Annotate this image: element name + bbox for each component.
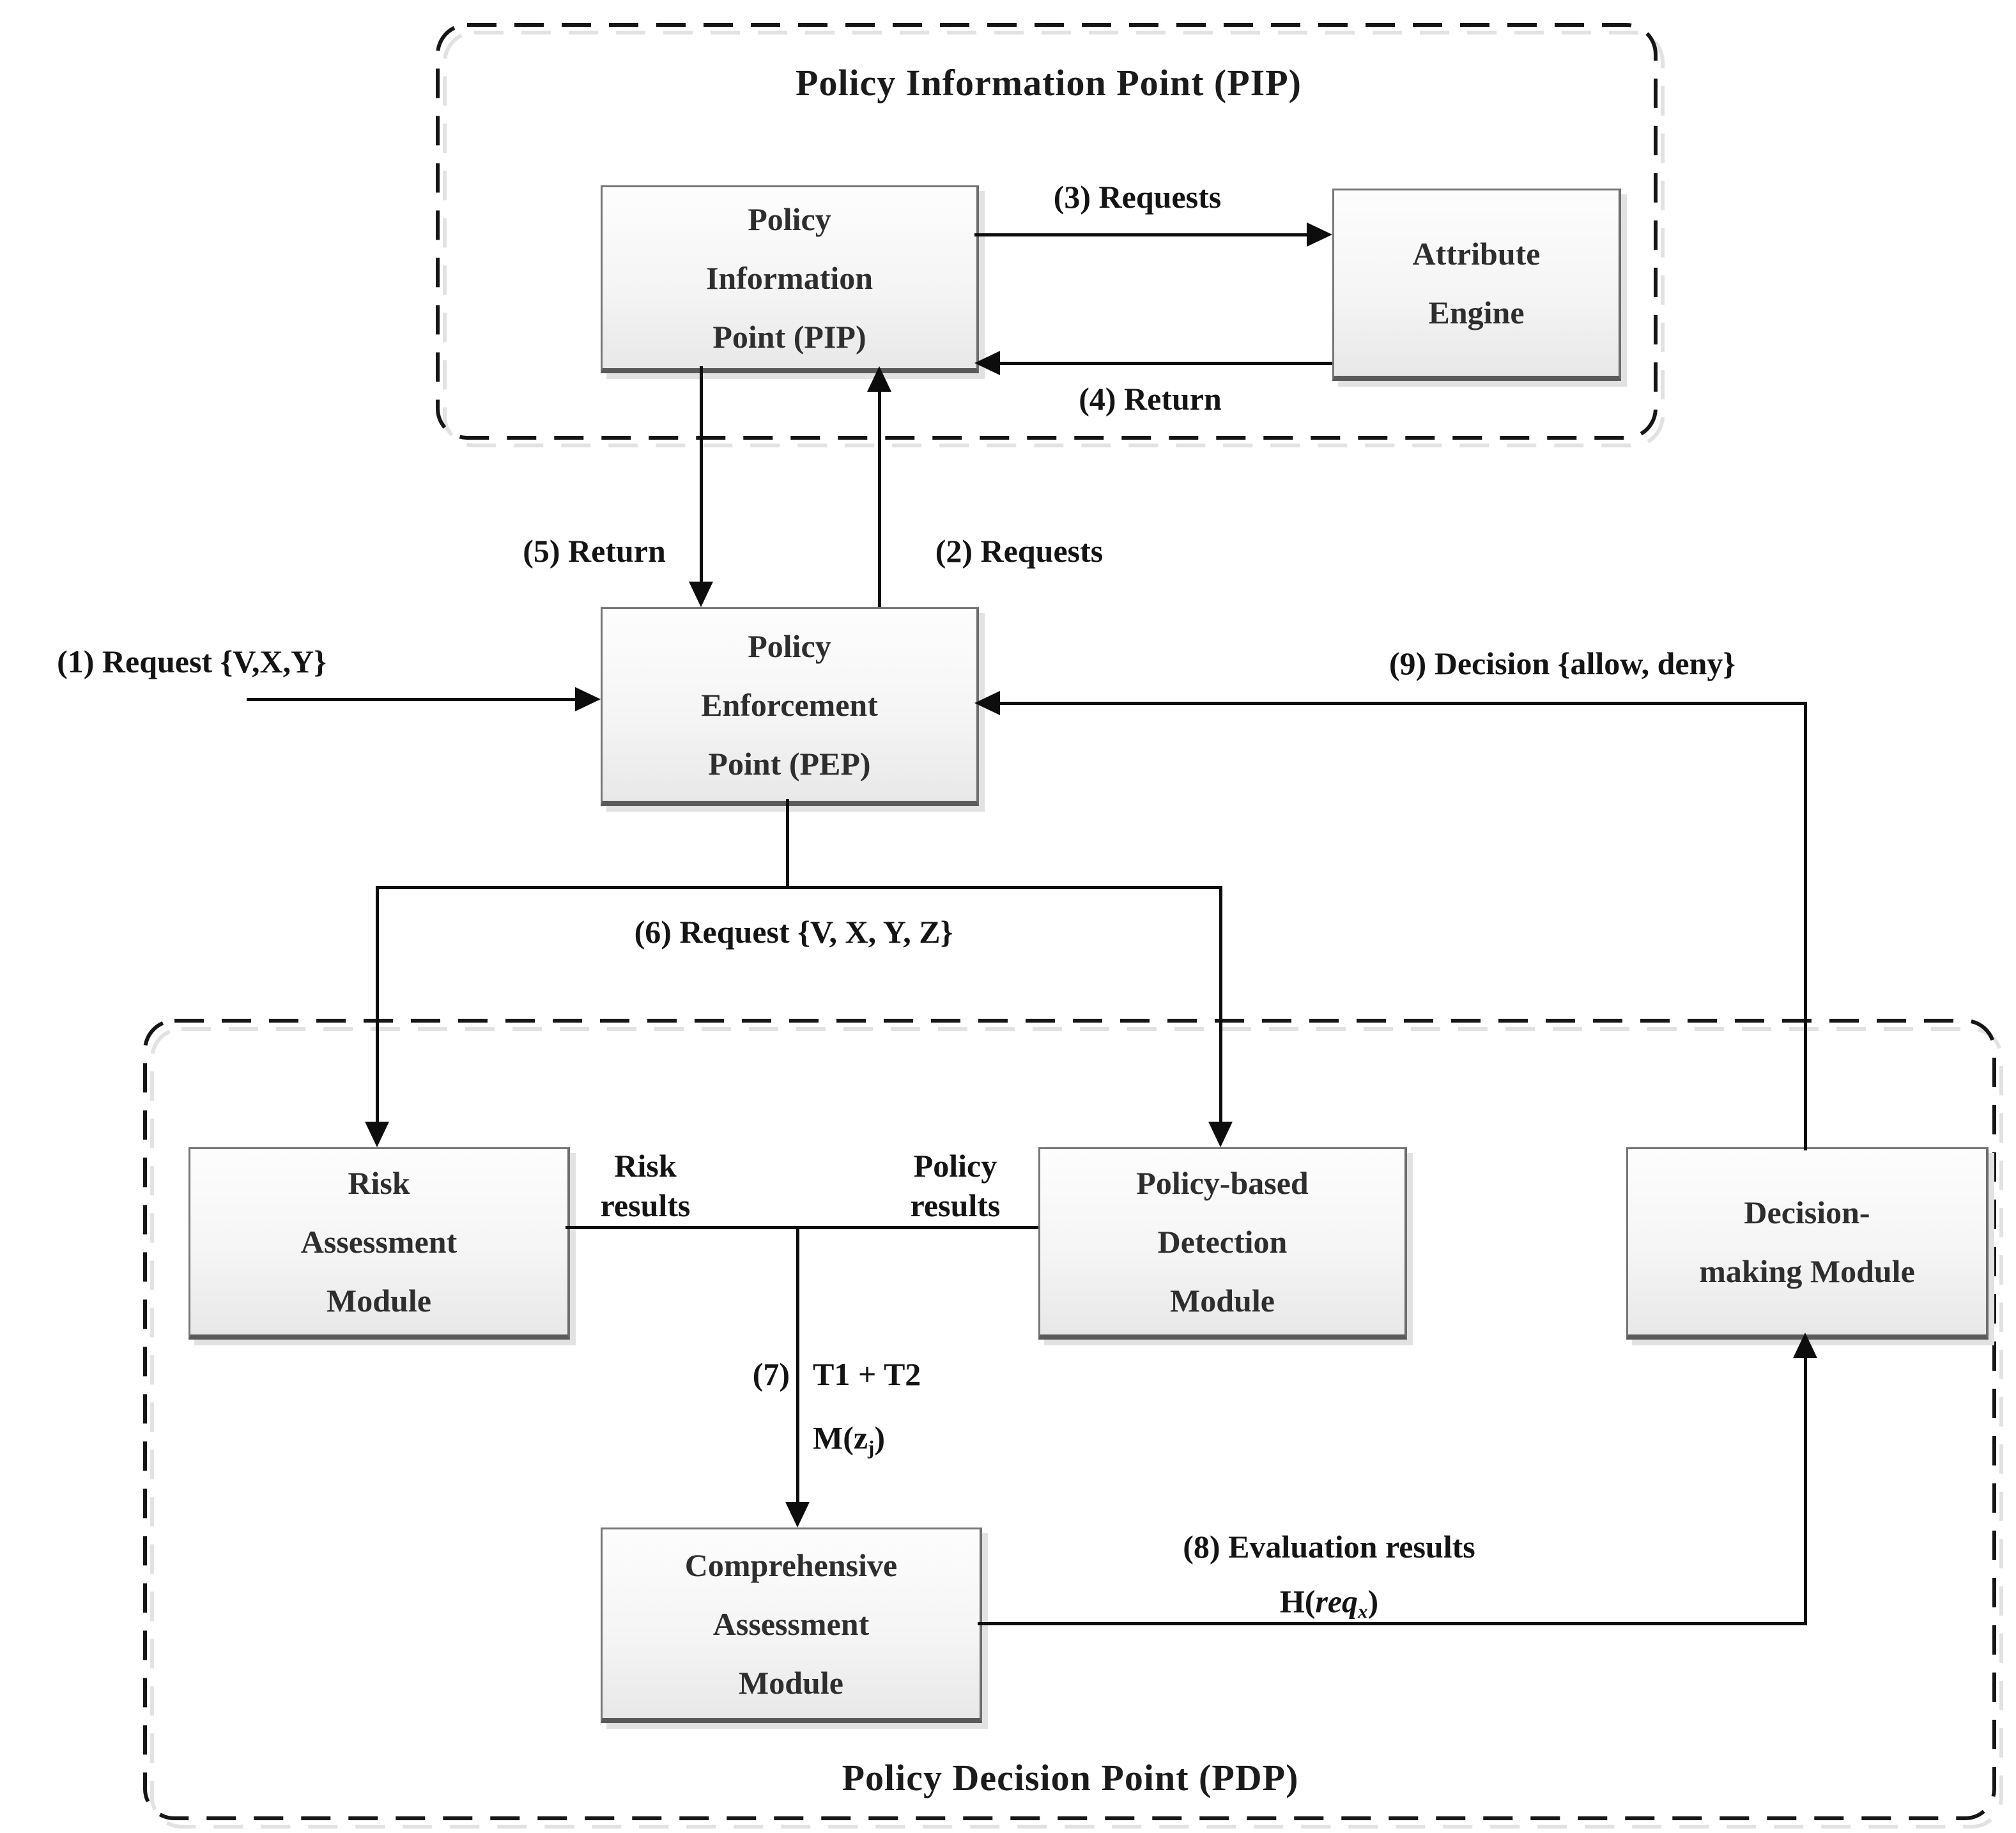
edge-7-line [796, 1226, 799, 1505]
decision-making-module-box: Decision- making Module [1626, 1147, 1989, 1340]
edge-7-arrowhead-icon [785, 1502, 810, 1528]
edge-4-line [994, 362, 1332, 365]
edge-1-line [247, 698, 580, 701]
comprehensive-assessment-label-line3: Module [739, 1664, 843, 1701]
edge-7-number-label: (7) [752, 1356, 790, 1392]
policy-results-label-line2: results [910, 1187, 1001, 1223]
edge-6-left-drop-line [376, 886, 379, 1125]
edge-9-arrowhead-icon [974, 691, 1000, 715]
edge-7-mz-pre: M(z [813, 1419, 868, 1456]
edge-7-mz-subscript: j [868, 1436, 875, 1459]
risk-assessment-label-line3: Module [327, 1283, 431, 1319]
edge-2-line [878, 387, 881, 607]
pip-box-label-line3: Point (PIP) [712, 318, 866, 355]
risk-assessment-label-line2: Assessment [300, 1224, 458, 1260]
edge-8-hreq-pre: H( [1279, 1583, 1316, 1620]
comprehensive-assessment-label-line1: Comprehensive [684, 1547, 898, 1583]
pdp-container-border [143, 1019, 2003, 1829]
edge-7-mz-post: ) [874, 1419, 886, 1456]
pip-box: Policy Information Point (PIP) [601, 185, 979, 373]
edge-5-label: (5) Return [523, 533, 666, 569]
edge-8-hreq-label: H(reqx) [1280, 1583, 1378, 1623]
edge-4-arrowhead-icon [974, 351, 1000, 375]
edge-6-stem-line [786, 799, 789, 888]
edge-4-label: (4) Return [1079, 381, 1222, 417]
attribute-engine-label-line2: Engine [1428, 295, 1525, 330]
edge-8-hreq-subscript: x [1358, 1600, 1368, 1623]
results-connector-line [566, 1226, 1038, 1229]
edge-9-label: (9) Decision {allow, deny} [1389, 646, 1736, 681]
policy-based-detection-module-box: Policy-based Detection Module [1038, 1147, 1407, 1340]
policy-detection-label-line2: Detection [1157, 1224, 1288, 1260]
pep-box-label-line2: Enforcement [701, 687, 878, 723]
edge-7-mz-label: M(zj) [813, 1419, 885, 1460]
edge-8-label-line1: (8) Evaluation results [1183, 1529, 1475, 1565]
edge-2-label: (2) Requests [935, 533, 1104, 569]
edge-5-arrowhead-icon [689, 582, 713, 607]
policy-detection-label-line3: Module [1170, 1283, 1275, 1319]
edge-9-horizontal-line [996, 702, 1807, 705]
pip-box-label-line1: Policy [748, 201, 831, 237]
policy-results-label-line1: Policy [913, 1148, 997, 1184]
edge-7-t1-t2-label: T1 + T2 [813, 1356, 921, 1392]
edge-8-vertical-line [1804, 1355, 1807, 1625]
edge-2-arrowhead-icon [867, 366, 891, 392]
decision-making-label-line1: Decision- [1744, 1195, 1870, 1230]
edge-1-arrowhead-icon [575, 687, 601, 711]
policy-detection-label-line1: Policy-based [1136, 1165, 1309, 1201]
edge-6-right-drop-line [1219, 886, 1222, 1125]
risk-results-label: Risk results [601, 1146, 691, 1225]
edge-6-label: (6) Request {V, X, Y, Z} [634, 914, 953, 950]
edge-8-hreq-post: ) [1367, 1583, 1379, 1620]
pep-box-label-line3: Point (PEP) [708, 746, 871, 782]
edge-3-label: (3) Requests [1053, 179, 1222, 215]
edge-6-right-arrowhead-icon [1208, 1122, 1233, 1147]
pep-box-label-line1: Policy [748, 628, 831, 664]
edge-8-horizontal-line [978, 1622, 1807, 1625]
pdp-container-title: Policy Decision Point (PDP) [842, 1757, 1299, 1798]
edge-5-line [700, 366, 703, 587]
edge-8-arrowhead-icon [1793, 1333, 1817, 1358]
decision-making-label-line2: making Module [1699, 1253, 1915, 1289]
risk-assessment-label-line1: Risk [348, 1165, 410, 1201]
edge-3-line [974, 233, 1313, 236]
risk-results-label-line1: Risk [614, 1148, 677, 1184]
pep-box: Policy Enforcement Point (PEP) [601, 607, 979, 806]
edge-9-vertical-line [1804, 702, 1807, 1150]
edge-6-branch-line [376, 886, 1222, 889]
policy-results-label: Policy results [911, 1146, 1001, 1225]
attribute-engine-label-line1: Attribute [1412, 236, 1541, 272]
pip-box-label-line2: Information [705, 259, 873, 296]
risk-results-label-line2: results [600, 1187, 691, 1223]
edge-8-hreq-req: req [1315, 1583, 1358, 1620]
risk-assessment-module-box: Risk Assessment Module [189, 1147, 570, 1340]
pip-container-border [436, 23, 1665, 447]
comprehensive-assessment-module-box: Comprehensive Assessment Module [601, 1528, 982, 1723]
edge-6-left-arrowhead-icon [365, 1122, 389, 1147]
comprehensive-assessment-label-line2: Assessment [712, 1605, 870, 1642]
edge-3-arrowhead-icon [1307, 222, 1332, 247]
edge-1-label: (1) Request {V,X,Y} [57, 644, 327, 679]
attribute-engine-box: Attribute Engine [1332, 189, 1621, 381]
pip-container-title: Policy Information Point (PIP) [796, 62, 1302, 104]
